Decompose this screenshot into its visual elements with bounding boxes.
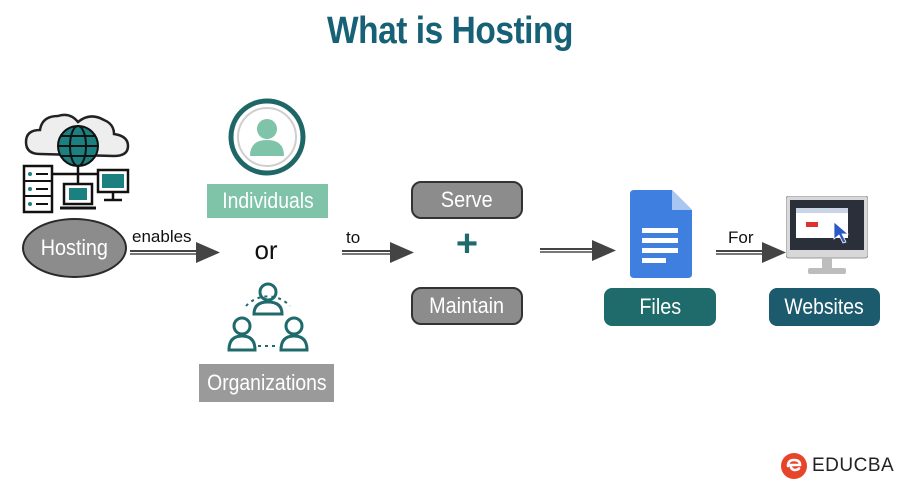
hosting-node: Hosting	[22, 218, 127, 278]
document-icon	[630, 190, 692, 278]
serve-label: Serve	[441, 187, 493, 212]
arrow-for-icon	[716, 242, 786, 263]
maintain-node: Maintain	[411, 287, 523, 325]
arrow-enables-icon	[130, 242, 220, 263]
group-icon	[227, 282, 309, 352]
educba-logo-icon	[781, 453, 807, 479]
edge-label-enables: enables	[132, 227, 192, 246]
websites-label: Websites	[784, 294, 865, 319]
person-icon	[228, 98, 306, 176]
maintain-label: Maintain	[429, 293, 505, 318]
serve-node: Serve	[411, 181, 523, 219]
educba-logo-text: EDUCBA	[812, 455, 895, 476]
plus-sign: +	[455, 223, 479, 265]
websites-node: Websites	[769, 288, 880, 326]
or-label: or	[254, 235, 278, 265]
organizations-label: Organizations	[206, 370, 327, 395]
arrow-files-icon	[540, 240, 616, 261]
files-node: Files	[604, 288, 716, 326]
individuals-node: Individuals	[207, 184, 328, 218]
monitor-icon	[786, 196, 868, 274]
files-label: Files	[639, 294, 681, 319]
cloud-network-icon	[22, 113, 130, 214]
individuals-label: Individuals	[221, 188, 314, 213]
edge-label-to: to	[346, 228, 361, 247]
hosting-label: Hosting	[40, 235, 109, 260]
page-title: What is Hosting	[326, 10, 574, 52]
organizations-node: Organizations	[199, 364, 334, 402]
arrow-to-icon	[342, 242, 414, 263]
edge-label-for: For	[728, 228, 754, 247]
